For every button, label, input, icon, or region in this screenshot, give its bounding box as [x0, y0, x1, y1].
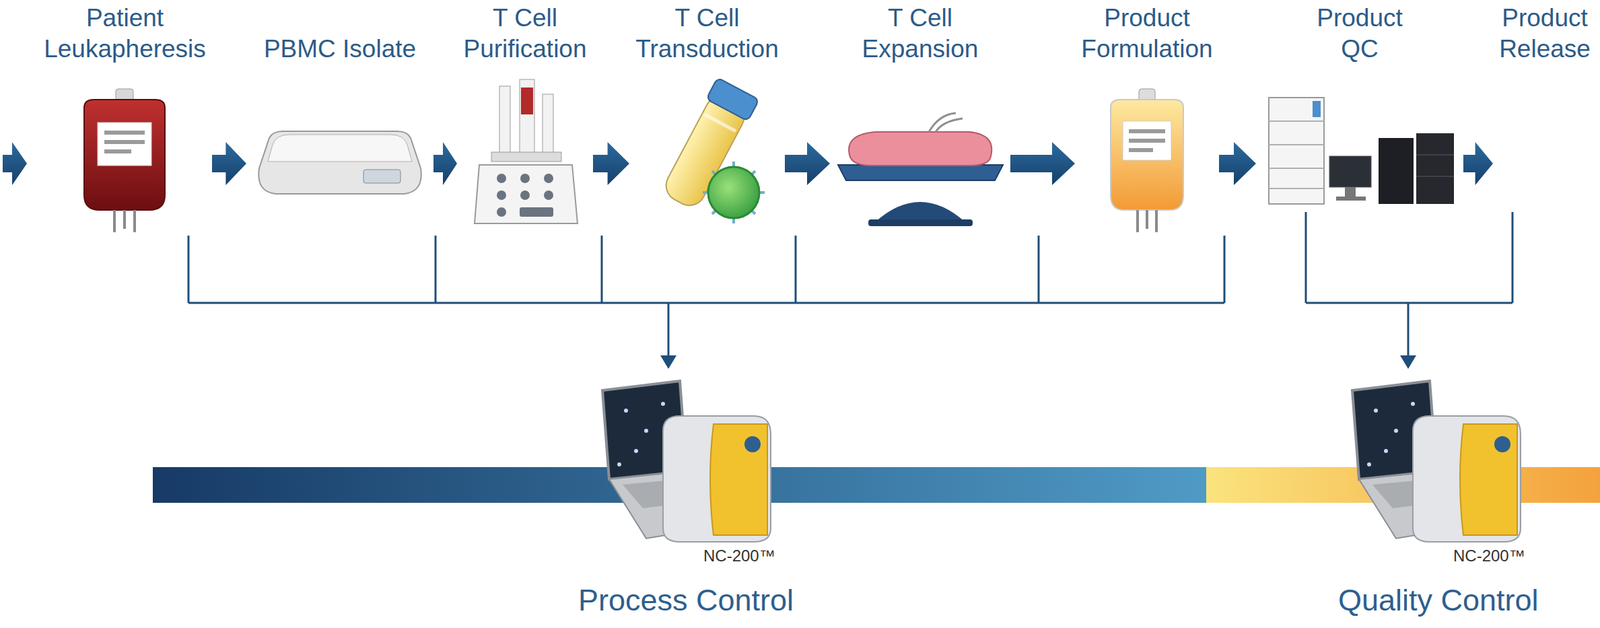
- step-label: T Cell Expansion: [862, 2, 979, 65]
- step-label: Product Formulation: [1081, 2, 1213, 65]
- phase-title: Quality Control: [1338, 582, 1539, 618]
- blood-bag-icon: [84, 88, 165, 233]
- bracket-arrowhead: [1400, 355, 1417, 369]
- process-step: Product QC: [1256, 0, 1464, 243]
- rocker-bag-icon: [838, 113, 1003, 227]
- bracket-lines: [188, 212, 1513, 357]
- flow-arrow: [784, 142, 830, 186]
- cell-counter-device: [602, 380, 771, 542]
- process-step: T Cell Expansion: [829, 0, 1011, 243]
- bracket-arrowhead: [660, 355, 677, 369]
- step-label: Product QC: [1316, 2, 1403, 65]
- process-step: PBMC Isolate: [246, 0, 434, 243]
- flow-arrow: [2, 142, 27, 186]
- step-label: PBMC Isolate: [263, 33, 416, 65]
- product-bag-icon: [1110, 88, 1184, 233]
- flow-arrow: [1010, 142, 1075, 186]
- centrifuge-icon: [258, 131, 421, 194]
- step-label: T Cell Transduction: [635, 2, 779, 65]
- flow-arrow: [593, 142, 630, 186]
- purification-instrument-icon: [474, 79, 578, 224]
- step-label: Product Release: [1499, 2, 1591, 65]
- process-step: Product Release: [1492, 0, 1597, 243]
- flow-arrow: [433, 142, 458, 186]
- flow-arrow: [1463, 142, 1493, 186]
- process-step: Patient Leukapheresis: [37, 0, 213, 243]
- process-step: T Cell Transduction: [629, 0, 785, 243]
- flow-arrow: [212, 142, 247, 186]
- step-label: Patient Leukapheresis: [43, 2, 206, 65]
- process-step: T Cell Purification: [457, 0, 594, 243]
- process-step: Product Formulation: [1074, 0, 1220, 243]
- qc-instruments-icon: [1268, 97, 1454, 204]
- step-label: T Cell Purification: [463, 2, 587, 65]
- phase-title: Process Control: [578, 582, 794, 618]
- cell-counter-device: [1352, 380, 1521, 542]
- transduction-tube-icon: [657, 77, 765, 224]
- flow-arrow: [1219, 142, 1257, 186]
- virus-icon: [702, 161, 765, 224]
- model-label: NC-200™: [703, 546, 776, 566]
- model-label: NC-200™: [1453, 546, 1526, 566]
